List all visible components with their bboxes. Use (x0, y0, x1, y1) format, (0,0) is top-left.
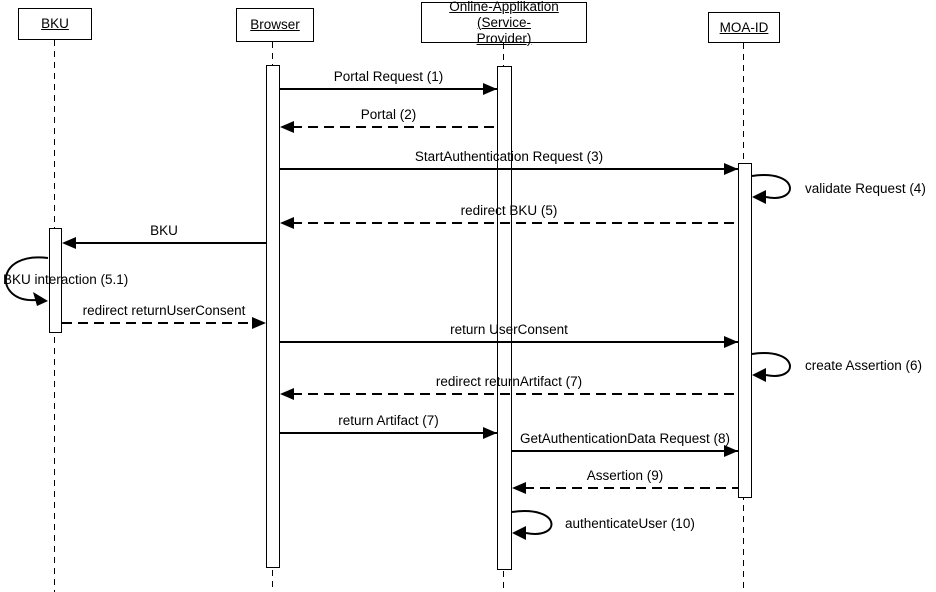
message-portal-request-label: Portal Request (1) (333, 69, 444, 84)
message-portal-label: Portal (2) (360, 107, 417, 122)
participant-bku-label: BKU (41, 16, 69, 31)
message-assertion-label: Assertion (9) (586, 468, 664, 483)
message-return-artifact-label: return Artifact (7) (338, 413, 439, 428)
activation-bku (49, 228, 62, 333)
arrowhead-left-icon (280, 121, 294, 133)
activation-moa-id (738, 163, 752, 498)
message-portal-line (292, 126, 497, 128)
message-redirect-return-user-consent-label: redirect returnUserConsent (82, 303, 246, 318)
arrowhead-left-icon (62, 237, 76, 249)
arrowhead-left-icon (280, 217, 294, 229)
message-bku-label: BKU (150, 223, 178, 238)
arrowhead-right-icon (252, 317, 266, 329)
participant-moa-id: MOA-ID (708, 12, 780, 43)
participant-browser: Browser (236, 8, 314, 42)
arrowhead-left-icon (752, 190, 766, 204)
arrowhead-right-icon (724, 445, 738, 457)
arrowhead-right-icon (483, 83, 497, 95)
message-create-assertion-label: create Assertion (6) (805, 358, 923, 373)
participant-bku: BKU (18, 8, 92, 40)
participant-online-applikation-label-line1: Online-Applikation (Service- (449, 0, 559, 30)
message-get-authentication-data-label: GetAuthenticationData Request (8) (519, 431, 731, 446)
message-redirect-bku-line (292, 222, 738, 224)
message-return-artifact-line (280, 432, 497, 434)
message-redirect-return-artifact-label: redirect returnArtifact (7) (435, 374, 583, 389)
message-redirect-return-artifact-line (292, 393, 738, 395)
participant-online-applikation-label-line2: Provider) (476, 30, 532, 46)
arrowhead-left-icon (280, 388, 294, 400)
message-start-authentication-label: StartAuthentication Request (3) (414, 149, 604, 164)
arrowhead-right-icon (724, 336, 738, 348)
message-start-authentication-line (280, 168, 738, 170)
message-get-authentication-data-line (512, 450, 738, 452)
arrowhead-left-icon (752, 368, 766, 382)
participant-browser-label: Browser (250, 17, 300, 32)
message-return-user-consent-label: return UserConsent (450, 322, 568, 337)
arrowhead-right-icon (483, 427, 497, 439)
self-message-authenticate-user-curve (511, 510, 553, 535)
arrowhead-left-icon (512, 526, 526, 540)
message-bku-line (74, 242, 266, 244)
message-validate-request-label: validate Request (4) (805, 181, 926, 196)
message-assertion-line (524, 487, 738, 489)
arrowhead-right-icon (724, 163, 738, 175)
message-redirect-bku-label: redirect BKU (5) (460, 203, 558, 218)
participant-online-applikation: Online-Applikation (Service- Provider) (421, 0, 587, 46)
activation-browser (266, 65, 280, 568)
arrowhead-right-icon (33, 292, 48, 306)
arrowhead-left-icon (512, 482, 526, 494)
activation-online-applikation (497, 66, 512, 570)
message-portal-request-line (280, 88, 497, 90)
message-return-user-consent-line (280, 341, 738, 343)
self-message-validate-request-curve (751, 174, 791, 199)
participant-moa-id-label: MOA-ID (719, 19, 769, 35)
self-message-create-assertion-curve (751, 352, 791, 377)
message-authenticate-user-label: authenticateUser (10) (565, 516, 695, 531)
message-bku-interaction-label: BKU interaction (5.1) (3, 272, 129, 287)
message-redirect-return-user-consent-line (62, 322, 254, 324)
